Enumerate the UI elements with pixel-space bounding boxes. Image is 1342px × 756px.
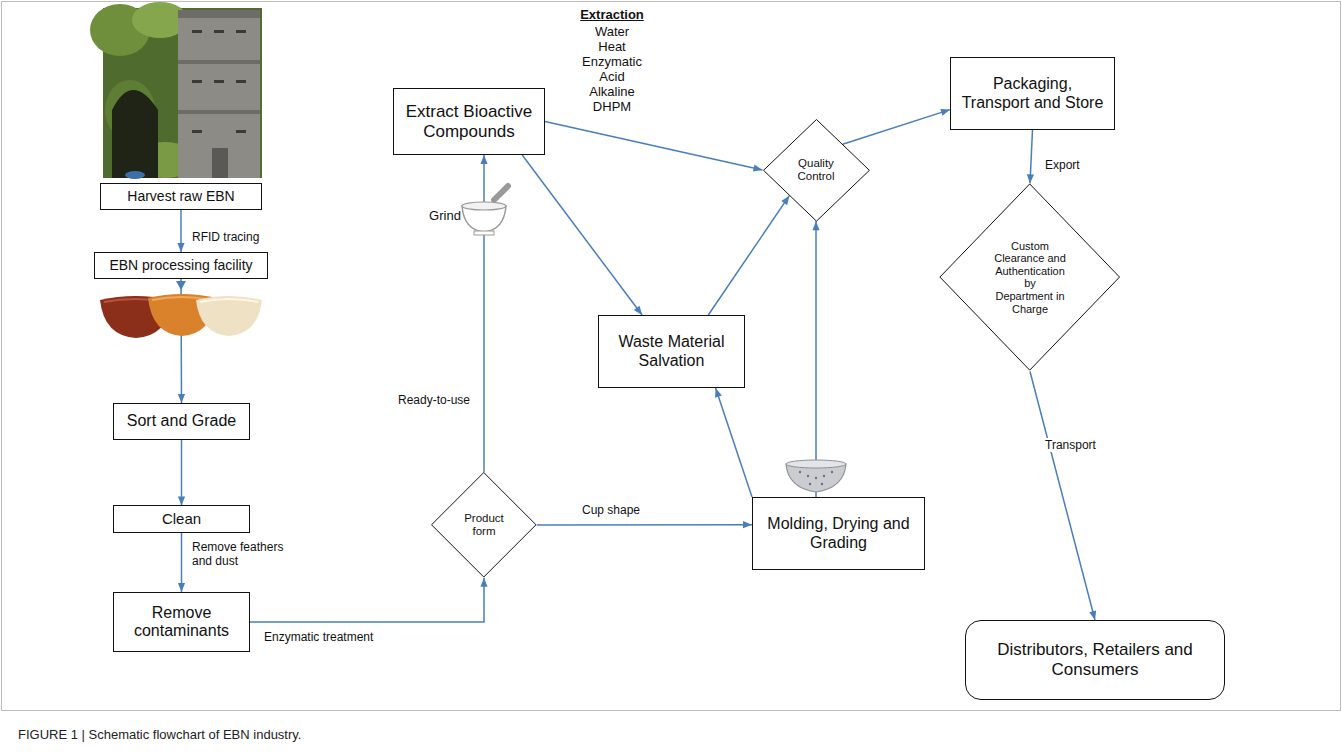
process-box: Sort and Grade bbox=[113, 403, 250, 440]
node-label: Waste Material Salvation bbox=[605, 333, 738, 370]
flow-arrow bbox=[843, 110, 950, 145]
node-text-group: Waste Material Salvation bbox=[605, 333, 738, 370]
bird-nest-picture bbox=[100, 294, 262, 338]
arrow-head bbox=[176, 281, 186, 290]
step-note: Grind bbox=[428, 209, 462, 223]
extraction-method: Water bbox=[572, 25, 652, 39]
edge-label: RFID tracing bbox=[190, 230, 261, 244]
flow-arrow bbox=[181, 440, 183, 505]
flow-arrow bbox=[1030, 372, 1095, 621]
flow-arrow bbox=[708, 196, 789, 315]
node-text-group: Harvest raw EBN bbox=[127, 188, 234, 204]
extraction-method: DHPM bbox=[572, 100, 652, 114]
node-label: Distributors, Retailers and Consumers bbox=[972, 640, 1218, 679]
decision-diamond: Custom Clearance and Authentication by D… bbox=[939, 183, 1120, 371]
process-box: Packaging, Transport and Store bbox=[950, 57, 1115, 130]
edge-label: Transport bbox=[1043, 438, 1098, 452]
edge-label: Remove feathers and dust bbox=[190, 540, 306, 569]
edge-label: Cup shape bbox=[580, 503, 642, 517]
process-box: Extract Bioactive Compounds bbox=[393, 88, 545, 155]
process-box: Molding, Drying and Grading bbox=[752, 497, 925, 570]
node-text-group: Clean bbox=[162, 510, 201, 527]
extraction-method: Alkaline bbox=[572, 85, 652, 99]
flow-arrow bbox=[522, 155, 642, 315]
node-label: Molding, Drying and Grading bbox=[759, 515, 918, 552]
extraction-method: Enzymatic bbox=[572, 55, 652, 69]
process-box: Waste Material Salvation bbox=[598, 315, 745, 388]
figure-caption: FIGURE 1 | Schematic flowchart of EBN in… bbox=[18, 727, 301, 742]
node-text-group: Distributors, Retailers and Consumers bbox=[972, 640, 1218, 679]
extraction-method: Heat bbox=[572, 40, 652, 54]
flow-arrow bbox=[815, 221, 817, 497]
flow-arrow bbox=[250, 578, 484, 622]
node-text-group: Product form bbox=[455, 512, 513, 538]
flow-arrow bbox=[180, 210, 182, 252]
node-label: Custom Clearance and Authentication by D… bbox=[994, 240, 1066, 316]
node-text-group: Molding, Drying and Grading bbox=[759, 515, 918, 552]
diamond-shape bbox=[432, 473, 536, 577]
extraction-method: Extraction bbox=[572, 8, 652, 22]
edge-label: Export bbox=[1043, 158, 1082, 172]
node-label: Sort and Grade bbox=[127, 412, 236, 430]
process-box: Harvest raw EBN bbox=[100, 183, 262, 210]
decision-diamond: Quality Control bbox=[763, 119, 870, 222]
node-label: EBN processing facility bbox=[109, 257, 252, 273]
flow-arrow bbox=[716, 388, 752, 497]
diamond-shape bbox=[940, 184, 1120, 370]
terminal-box: Distributors, Retailers and Consumers bbox=[965, 620, 1225, 700]
process-box: Clean bbox=[113, 505, 250, 532]
node-text-group: Custom Clearance and Authentication by D… bbox=[994, 240, 1066, 316]
node-label: Harvest raw EBN bbox=[127, 188, 234, 204]
colander-icon bbox=[786, 460, 846, 492]
edge-label: Ready-to-use bbox=[396, 393, 472, 407]
node-label: Product form bbox=[455, 512, 513, 538]
diamond-shape bbox=[763, 119, 869, 221]
figure-frame bbox=[2, 2, 1341, 711]
extraction-method: Acid bbox=[572, 70, 652, 84]
flow-arrow bbox=[1030, 130, 1033, 183]
flow-arrow bbox=[181, 533, 183, 592]
node-label: Clean bbox=[162, 510, 201, 527]
flow-arrow bbox=[537, 524, 752, 526]
decision-diamond: Product form bbox=[431, 472, 537, 578]
node-label: Extract Bioactive Compounds bbox=[400, 102, 538, 141]
swiftlet-house-photo bbox=[90, 2, 262, 179]
node-label: Quality Control bbox=[787, 157, 845, 183]
process-box: EBN processing facility bbox=[94, 252, 268, 279]
mortar-icon bbox=[462, 186, 508, 235]
node-text-group: EBN processing facility bbox=[109, 257, 252, 273]
node-text-group: Packaging, Transport and Store bbox=[957, 75, 1108, 112]
node-text-group: Sort and Grade bbox=[127, 412, 236, 430]
flow-arrow bbox=[545, 122, 763, 171]
edge-label: Enzymatic treatment bbox=[262, 630, 375, 644]
node-text-group: Extract Bioactive Compounds bbox=[400, 102, 538, 141]
node-label: Packaging, Transport and Store bbox=[957, 75, 1108, 112]
node-text-group: Remove contaminants bbox=[120, 604, 243, 641]
process-box: Remove contaminants bbox=[113, 592, 250, 652]
node-label: Remove contaminants bbox=[120, 604, 243, 641]
node-text-group: Quality Control bbox=[787, 157, 845, 183]
